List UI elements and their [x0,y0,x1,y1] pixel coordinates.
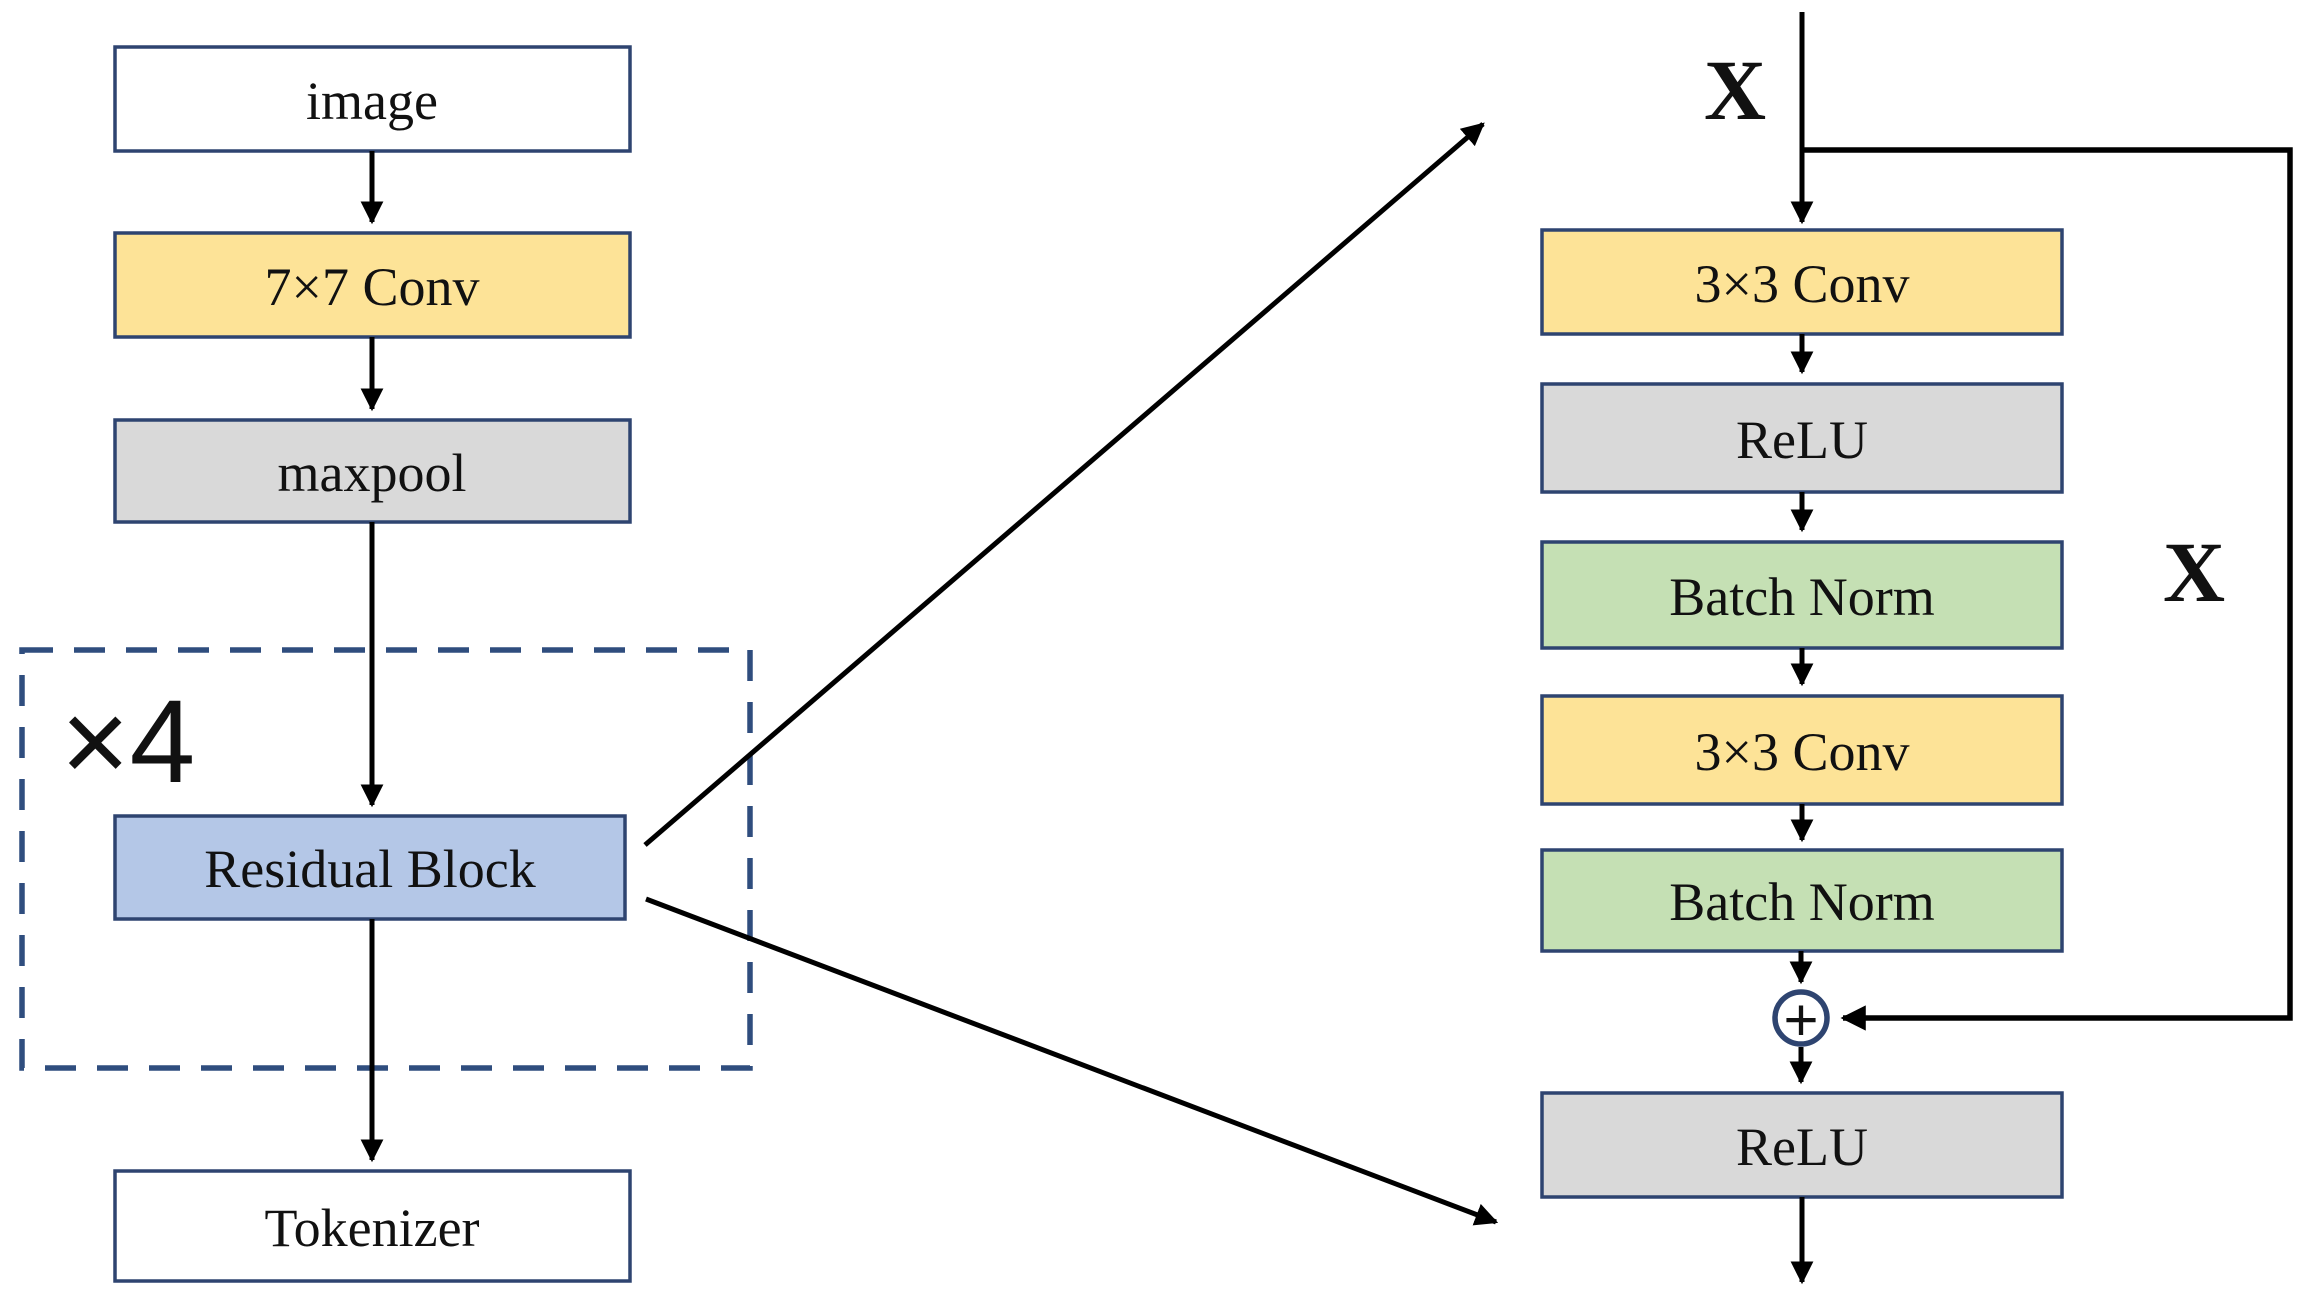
maxpool-node-box [113,418,632,524]
conv7x7-node-label: 7×7 Conv [265,257,480,317]
left-pipeline: ×4 image 7×7 Conv maxpool Residual Block… [19,45,753,1283]
expansion-lines [643,122,1499,1226]
image-node-label: image [306,71,438,131]
conv3x3-1-node-box [1540,228,2064,336]
skip-connection-line [1802,147,2293,1031]
conv3x3-1-node-label: 3×3 Conv [1695,254,1910,314]
relu-2-node-box [1540,1091,2064,1199]
tokenizer-node-box [113,1169,632,1283]
callout-line-top [643,122,1485,847]
callout-line-bottom [645,896,1499,1226]
relu-1-node-box [1540,382,2064,494]
conv3x3-2-node-box [1540,694,2064,806]
batchnorm-2-node-box [1540,848,2064,953]
residual-block-detail: X X 3×3 Conv ReLU Batch Norm 3×3 Conv Ba… [1540,12,2293,1285]
skip-x-label: X [2163,524,2225,620]
residual-block-node-label: Residual Block [204,839,535,899]
conv3x3-2-node-label: 3×3 Conv [1695,722,1910,782]
repeat-group-dashed-box [19,647,753,1071]
tokenizer-node-label: Tokenizer [264,1198,479,1258]
merge-add-circle [1772,989,1830,1047]
relu-2-node-label: ReLU [1736,1117,1868,1177]
conv7x7-node-box [113,231,632,339]
repeat-count-label: ×4 [61,676,196,808]
batchnorm-1-node-label: Batch Norm [1669,567,1934,627]
batchnorm-2-node-label: Batch Norm [1669,872,1934,932]
input-x-label: X [1704,42,1766,138]
batchnorm-1-node-box [1540,540,2064,650]
relu-1-node-label: ReLU [1736,410,1868,470]
maxpool-node-label: maxpool [278,443,467,503]
merge-plus-icon: + [1783,987,1818,1054]
